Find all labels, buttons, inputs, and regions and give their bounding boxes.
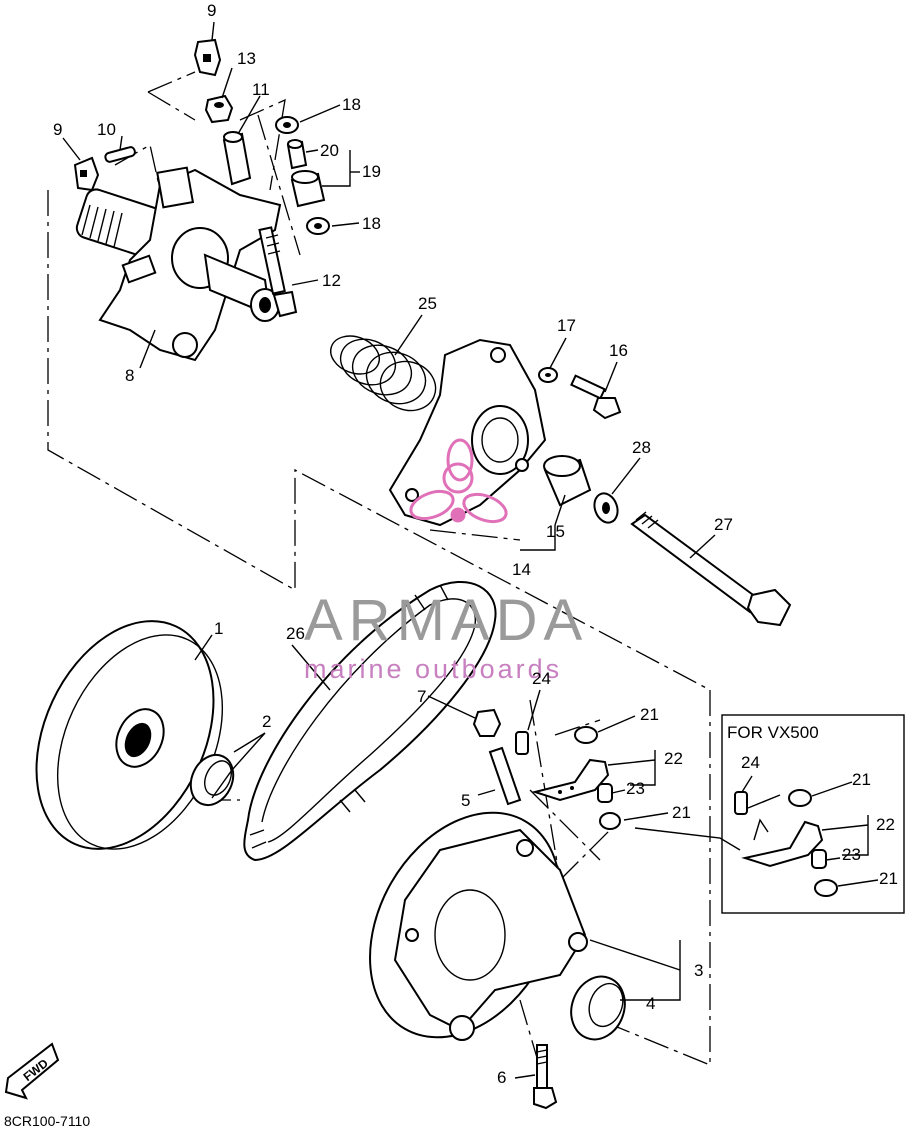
inset-callout-22: 22 bbox=[876, 815, 895, 834]
callout-12: 12 bbox=[322, 271, 341, 290]
callout-15: 15 bbox=[546, 522, 565, 541]
part-8-fixed-sheave-bracket bbox=[75, 166, 282, 362]
callout-28: 28 bbox=[632, 438, 651, 457]
part-18-washer-bottom bbox=[306, 217, 330, 235]
callout-22: 22 bbox=[664, 749, 683, 768]
callout-11: 11 bbox=[252, 80, 270, 99]
watermark: ARMADA marine outboards bbox=[304, 438, 588, 684]
part-14-spider-cover bbox=[388, 338, 547, 527]
part-23-roller-main bbox=[597, 783, 613, 803]
callout-14: 14 bbox=[512, 560, 531, 579]
watermark-tagline: marine outboards bbox=[304, 654, 562, 684]
part-4-bushing bbox=[570, 975, 626, 1041]
callout-20: 20 bbox=[320, 141, 339, 160]
callout-16: 16 bbox=[609, 341, 628, 360]
callout-18-top: 18 bbox=[342, 95, 361, 114]
part-28-washer bbox=[593, 492, 619, 524]
part-3-primary-sheave bbox=[369, 811, 588, 1041]
part-5-pin bbox=[488, 746, 522, 806]
callout-8: 8 bbox=[125, 366, 134, 385]
part-25-spring bbox=[330, 335, 437, 412]
part-10-pin bbox=[104, 146, 136, 163]
part-12-bolt bbox=[258, 226, 298, 318]
callout-numbers: 9 13 11 18 9 10 20 19 18 12 25 17 16 8 2… bbox=[53, 1, 898, 1087]
callout-17: 17 bbox=[557, 316, 576, 335]
callout-5: 5 bbox=[461, 791, 470, 810]
part-6-bolt bbox=[533, 1044, 558, 1110]
part-13-nut bbox=[204, 94, 234, 124]
callout-9-top: 9 bbox=[207, 1, 216, 20]
inset-callout-21-top: 21 bbox=[852, 770, 871, 789]
part-24-pin bbox=[515, 731, 529, 755]
part-20-bushing bbox=[286, 139, 308, 170]
callout-26: 26 bbox=[286, 624, 305, 643]
callout-9-left: 9 bbox=[53, 120, 62, 139]
callout-25: 25 bbox=[418, 294, 437, 313]
part-15-bushing bbox=[543, 455, 592, 507]
callout-27: 27 bbox=[714, 515, 733, 534]
part-21-washer-main-top bbox=[574, 726, 598, 744]
watermark-brand: ARMADA bbox=[304, 588, 588, 653]
callout-4: 4 bbox=[646, 994, 655, 1013]
inset-callout-23: 23 bbox=[842, 845, 861, 864]
callout-13: 13 bbox=[237, 49, 256, 68]
callout-2: 2 bbox=[262, 712, 271, 731]
part-9-clip-left bbox=[73, 156, 100, 192]
inset-callout-24: 24 bbox=[741, 753, 760, 772]
callout-24: 24 bbox=[532, 669, 551, 688]
part-11-roller-pin bbox=[222, 131, 252, 186]
callout-23: 23 bbox=[626, 779, 645, 798]
inset-title: FOR VX500 bbox=[727, 723, 819, 742]
part-26-drive-belt bbox=[243, 580, 497, 862]
callout-3: 3 bbox=[694, 961, 703, 980]
part-9-clip-top bbox=[193, 38, 222, 77]
watermark-propeller-logo bbox=[409, 438, 508, 524]
part-2-bushing bbox=[189, 753, 235, 807]
inset-callout-21-bottom: 21 bbox=[879, 869, 898, 888]
inset-vx500 bbox=[721, 714, 905, 914]
diagram-code: 8CR100-7110 bbox=[4, 1113, 90, 1128]
part-19-collar bbox=[290, 170, 326, 208]
callout-6: 6 bbox=[497, 1068, 506, 1087]
callout-21-mid: 21 bbox=[672, 803, 691, 822]
part-18-washer-top bbox=[275, 116, 299, 134]
part-21-washer-main-bottom bbox=[599, 812, 621, 830]
callout-21-top: 21 bbox=[640, 705, 659, 724]
callout-19: 19 bbox=[362, 162, 381, 181]
callout-18-bottom: 18 bbox=[362, 214, 381, 233]
callout-1: 1 bbox=[214, 619, 223, 638]
part-27-long-bolt bbox=[630, 511, 792, 627]
callout-10: 10 bbox=[97, 120, 116, 139]
part-17-washer bbox=[538, 367, 558, 383]
fwd-arrow-icon: FWD bbox=[4, 1042, 60, 1100]
part-7-nut bbox=[472, 708, 502, 737]
part-16-bolt bbox=[570, 374, 622, 420]
leader-lines bbox=[62, 21, 879, 1079]
callout-7: 7 bbox=[417, 687, 426, 706]
part-22-weight-arm-main bbox=[531, 758, 610, 802]
